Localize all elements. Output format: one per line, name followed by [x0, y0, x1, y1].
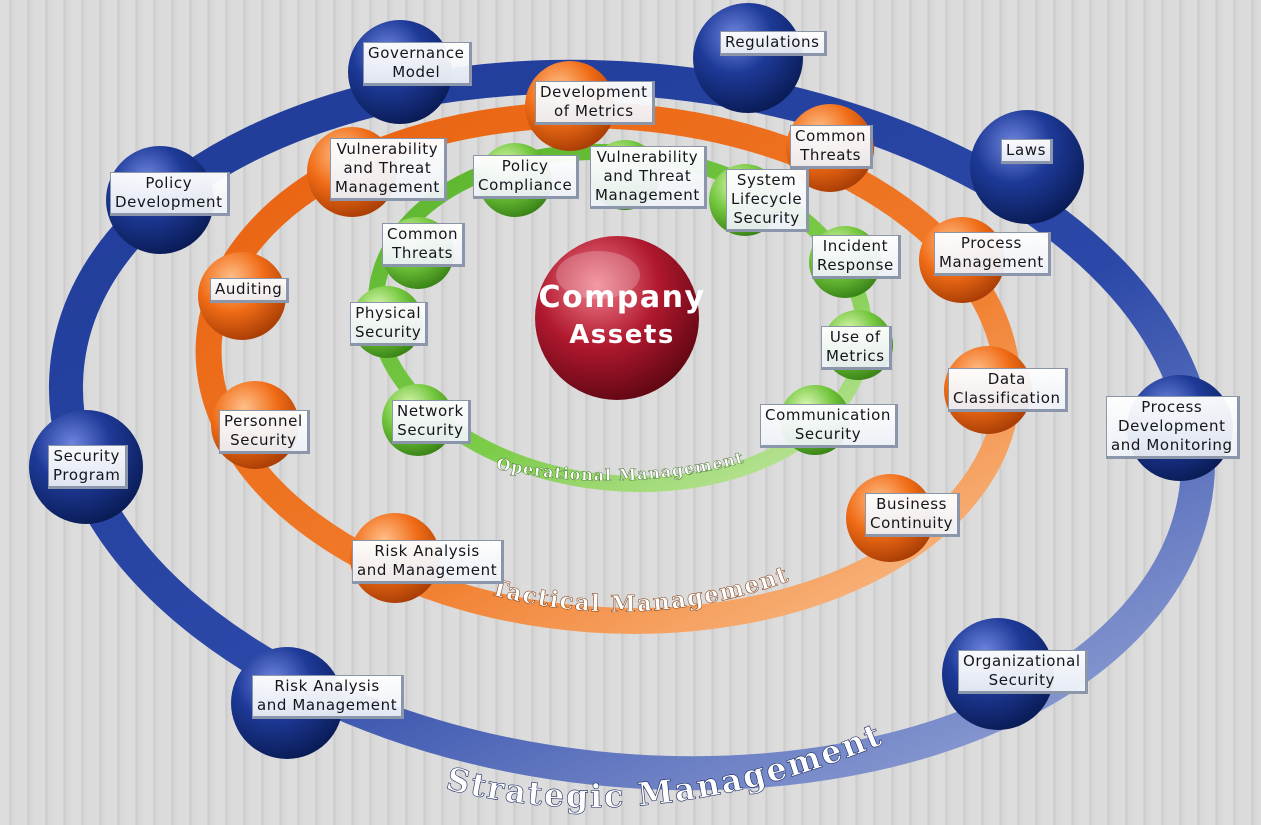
company-assets-sphere — [535, 236, 699, 400]
label-development-of-metrics: Development of Metrics — [535, 81, 655, 125]
label-organizational-security: Organizational Security — [958, 650, 1088, 694]
strategic-sphere — [970, 110, 1084, 224]
label-auditing: Auditing — [210, 278, 290, 303]
label-physical-security: Physical Security — [350, 302, 429, 346]
center-title-line2: Assets — [569, 320, 675, 350]
center-title-line1: Company — [538, 280, 705, 315]
strategic-ring — [48, 59, 1216, 791]
company-assets-highlight — [556, 251, 640, 299]
label-strategic-risk-analysis: Risk Analysis and Management — [252, 675, 405, 719]
label-use-of-metrics: Use of Metrics — [821, 326, 892, 370]
label-governance-model: Governance Model — [363, 42, 472, 86]
label-personnel-security: Personnel Security — [219, 410, 310, 454]
label-operational-common-threats: Common Threats — [382, 223, 466, 267]
label-policy-development: Policy Development — [110, 172, 230, 216]
label-incident-response: Incident Response — [812, 235, 901, 279]
label-policy-compliance: Policy Compliance — [473, 155, 580, 199]
label-operational-vulnerability-threat: Vulnerability and Threat Management — [590, 146, 707, 209]
label-process-management: Process Management — [934, 232, 1051, 276]
label-process-development-monitoring: Process Development and Monitoring — [1106, 396, 1240, 459]
label-security-program: Security Program — [48, 445, 128, 489]
label-business-continuity: Business Continuity — [865, 493, 961, 537]
label-tactical-risk-analysis: Risk Analysis and Management — [352, 540, 505, 584]
label-regulations: Regulations — [720, 31, 827, 56]
label-laws: Laws — [1001, 139, 1054, 164]
label-network-security: Network Security — [392, 400, 471, 444]
label-communication-security: Communication Security — [760, 404, 899, 448]
strategic-sphere — [693, 3, 803, 113]
label-tactical-common-threats: Common Threats — [790, 125, 874, 169]
label-tactical-vulnerability-threat: Vulnerability and Threat Management — [330, 138, 447, 201]
label-data-classification: Data Classification — [948, 368, 1068, 412]
label-system-lifecycle-security: System Lifecycle Security — [726, 169, 810, 232]
